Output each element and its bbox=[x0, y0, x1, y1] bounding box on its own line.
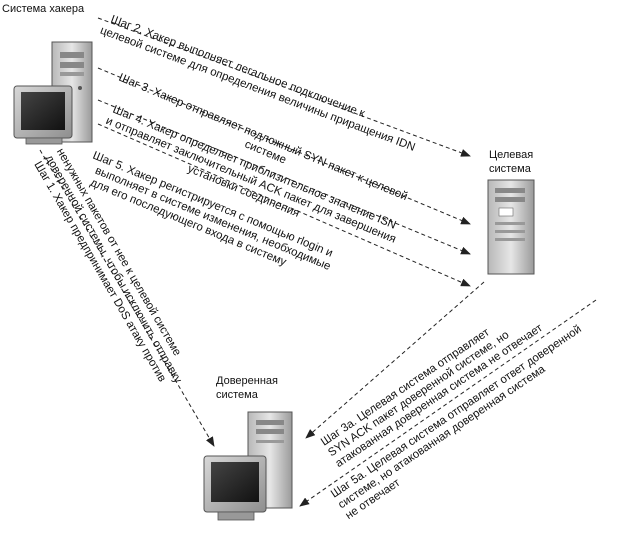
hacker-computer-icon bbox=[13, 41, 93, 145]
arrow-step1 bbox=[39, 149, 215, 447]
trusted-computer-icon bbox=[203, 411, 293, 521]
arrow-step3 bbox=[97, 67, 471, 225]
target-computer-icon bbox=[487, 179, 535, 275]
trusted-label-line2: система bbox=[216, 389, 259, 401]
arrow-step3a bbox=[305, 281, 485, 439]
target-label-line1: Целевая bbox=[489, 149, 533, 161]
trusted-label-line1: Доверенная bbox=[216, 375, 278, 387]
step2-line1: Шаг 2. Хакер выполняет легальное подключ… bbox=[109, 14, 367, 121]
arrow-step5 bbox=[97, 123, 471, 287]
arrow-step2 bbox=[97, 17, 471, 157]
arrow-step5a bbox=[299, 299, 597, 507]
step3a-line1: Шаг 3a. Целевая система отправляет bbox=[319, 326, 492, 448]
target-label-line2: система bbox=[489, 163, 532, 175]
hacker-label: Система хакера bbox=[2, 3, 85, 15]
